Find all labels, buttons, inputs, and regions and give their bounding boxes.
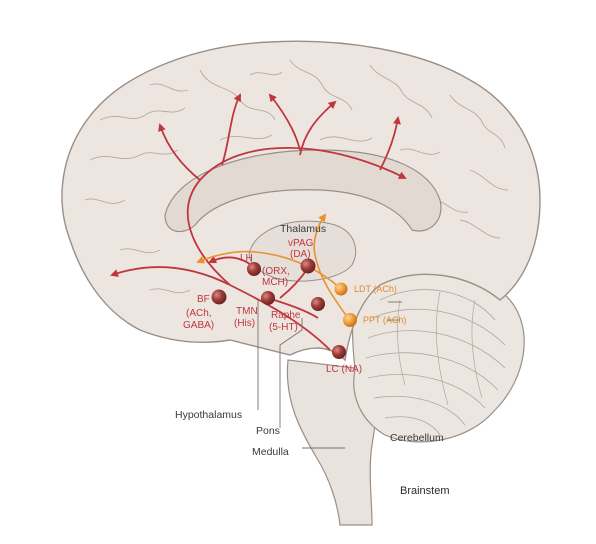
ppt-label: PPT (ACh) (363, 315, 406, 325)
tmn-label-1: TMN (236, 306, 258, 317)
red-nodes (211, 258, 346, 359)
lh-label-3: MCH) (262, 277, 288, 288)
cerebrum-shape (61, 40, 541, 362)
leader-lines (257, 300, 402, 449)
cerebellum-label: Cerebellum (390, 432, 444, 444)
lc-label: LC (NA) (326, 364, 362, 375)
bf-node (211, 289, 227, 305)
gyri-lines (84, 59, 509, 294)
cerebellum-shape (351, 264, 525, 443)
ldt-label: LDT (ACh) (354, 284, 397, 294)
vpag-node (300, 258, 316, 274)
raphe-label-1: Raphe (271, 310, 301, 321)
pons-label: Pons (256, 425, 280, 437)
lh-label-2: (ORX, (262, 266, 290, 277)
thalamus-label: Thalamus (280, 223, 326, 235)
lh-node (247, 262, 261, 276)
lh-label-1: LH (240, 253, 253, 264)
tmn-node (261, 291, 275, 305)
ldt-node (334, 282, 348, 296)
tmn-label-2: (His) (234, 318, 255, 329)
raphe-label-2: (5-HT) (269, 322, 298, 333)
bf-label-3: GABA) (183, 320, 214, 331)
thalamus-shape (248, 220, 357, 282)
vpag-label-1: vPAG (288, 238, 314, 249)
bf-label-1: BF (197, 294, 210, 305)
ppt-node (343, 313, 357, 327)
medulla-label: Medulla (252, 446, 289, 458)
orange-pathways (196, 213, 349, 319)
bf-label-2: (ACh, (186, 308, 212, 319)
brainstem-label: Brainstem (400, 485, 450, 497)
raphe-node (311, 297, 325, 311)
vpag-label-2: (DA) (290, 249, 311, 260)
lc-node (332, 345, 346, 359)
hypothalamus-label: Hypothalamus (175, 409, 242, 421)
orange-nodes (334, 282, 357, 327)
corpus-callosum (164, 149, 442, 233)
